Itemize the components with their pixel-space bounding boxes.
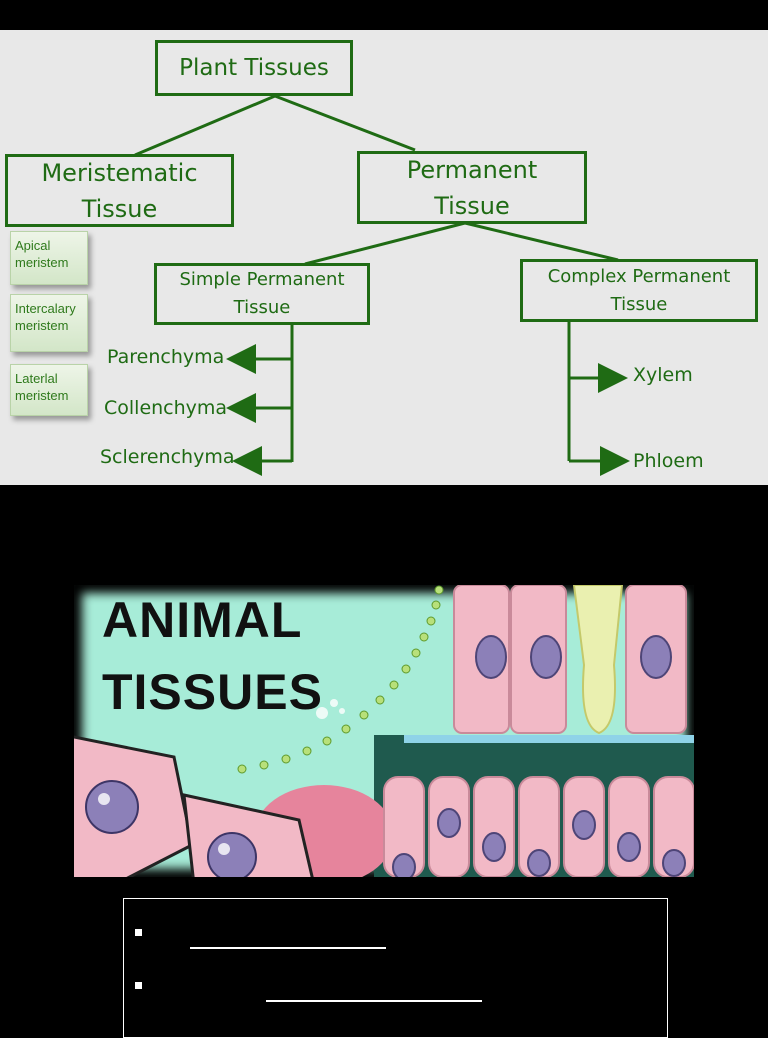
plant-tissues-box: Plant Tissues xyxy=(155,40,353,96)
lateral-meristem-chip: Laterlal meristem xyxy=(10,364,88,416)
sclerenchyma-label: Sclerenchyma xyxy=(100,446,235,468)
complex-permanent-tissue-box: Complex Permanent Tissue xyxy=(520,259,758,322)
notes-box xyxy=(123,898,668,1038)
animal-cells-illustration xyxy=(74,585,694,877)
intercalary-meristem-chip: Intercalary meristem xyxy=(10,294,88,352)
answer-blank-line xyxy=(266,1000,482,1002)
bullet-marker xyxy=(135,929,142,936)
bullet-marker xyxy=(135,982,142,989)
apical-meristem-chip: Apical meristem xyxy=(10,231,88,285)
parenchyma-label: Parenchyma xyxy=(107,346,225,368)
phloem-label: Phloem xyxy=(633,450,704,472)
collenchyma-label: Collenchyma xyxy=(104,397,228,419)
animal-tissues-banner: ANIMAL TISSUES xyxy=(74,585,694,877)
xylem-label: Xylem xyxy=(633,364,693,386)
banner-title-line1: ANIMAL xyxy=(102,592,303,648)
banner-title-line2: TISSUES xyxy=(102,664,323,720)
simple-permanent-tissue-box: Simple Permanent Tissue xyxy=(154,263,370,325)
answer-blank-line xyxy=(190,947,386,949)
permanent-tissue-box: Permanent Tissue xyxy=(357,151,587,224)
diagram-connectors xyxy=(134,94,630,476)
plant-tissues-diagram: Plant Tissues Meristematic Tissue Perman… xyxy=(0,30,768,485)
meristematic-tissue-box: Meristematic Tissue xyxy=(5,154,234,227)
